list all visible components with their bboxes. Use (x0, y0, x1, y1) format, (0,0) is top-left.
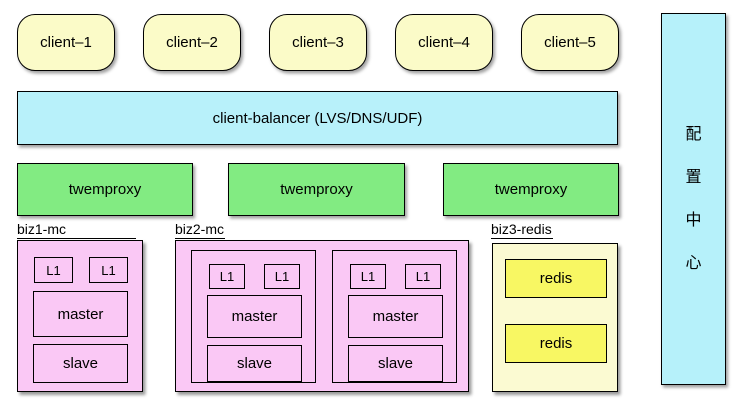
l1-cache-label: L1 (274, 269, 290, 284)
slave-node-label: slave (377, 355, 414, 372)
client-node-label: client–4 (418, 34, 470, 51)
master-node-label: master (231, 308, 278, 325)
l1-cache-box: L1 (34, 257, 73, 283)
client-node-label: client–2 (166, 34, 218, 51)
twemproxy-box-3: twemproxy (443, 163, 619, 216)
twemproxy-box-2: twemproxy (228, 163, 405, 216)
config-center-char: 中 (685, 211, 702, 229)
client-balancer-label: client-balancer (LVS/DNS/UDF) (212, 109, 423, 127)
l1-cache-box: L1 (350, 264, 386, 289)
redis-node-box: redis (505, 259, 607, 298)
slave-node-box: slave (348, 345, 443, 382)
twemproxy-label: twemproxy (494, 181, 568, 198)
cluster-title-biz1-mc: biz1-mc (17, 221, 136, 239)
config-center-char: 心 (685, 254, 702, 272)
client-node-4: client–4 (395, 14, 493, 71)
master-node-label: master (372, 308, 419, 325)
l1-cache-label: L1 (219, 269, 235, 284)
client-node-3: client–3 (269, 14, 367, 71)
l1-cache-label: L1 (46, 262, 61, 278)
config-center-char: 置 (685, 168, 702, 186)
twemproxy-label: twemproxy (280, 181, 353, 198)
l1-cache-label: L1 (360, 269, 376, 284)
cluster-title-biz2-mc: biz2-mc (175, 221, 226, 239)
client-node-2: client–2 (143, 14, 241, 71)
slave-node-box: slave (207, 345, 302, 382)
cluster-biz1-mc: L1 L1 master slave (17, 240, 143, 392)
biz2-shard-1: L1 L1 master slave (191, 250, 316, 383)
l1-cache-label: L1 (101, 262, 116, 278)
client-node-5: client–5 (521, 14, 619, 71)
twemproxy-box-1: twemproxy (17, 163, 193, 216)
cluster-title-biz3-redis: biz3-redis (491, 221, 553, 239)
l1-cache-box: L1 (264, 264, 300, 289)
slave-node-box: slave (33, 344, 128, 383)
client-balancer-box: client-balancer (LVS/DNS/UDF) (17, 91, 618, 145)
client-node-1: client–1 (17, 14, 115, 71)
redis-node-label: redis (539, 270, 573, 287)
l1-cache-box: L1 (405, 264, 441, 289)
cluster-biz2-mc: L1 L1 master slave L1 L1 master slav (175, 240, 469, 392)
redis-node-box: redis (505, 324, 607, 363)
master-node-box: master (207, 295, 302, 338)
l1-cache-box: L1 (89, 257, 128, 283)
master-node-label: master (57, 305, 104, 323)
biz2-shard-2: L1 L1 master slave (332, 250, 457, 383)
config-center-char: 配 (685, 125, 702, 143)
master-node-box: master (33, 291, 128, 337)
master-node-box: master (348, 295, 443, 338)
l1-cache-box: L1 (209, 264, 245, 289)
slave-node-label: slave (236, 355, 273, 372)
client-node-label: client–1 (40, 34, 92, 51)
twemproxy-label: twemproxy (68, 181, 142, 198)
cluster-biz3-redis: redis redis (492, 243, 618, 392)
redis-node-label: redis (539, 335, 573, 352)
slave-node-label: slave (62, 355, 99, 372)
config-center-bar: 配 置 中 心 (661, 13, 726, 385)
client-node-label: client–3 (292, 34, 344, 51)
client-node-label: client–5 (544, 34, 596, 51)
l1-cache-label: L1 (415, 269, 431, 284)
